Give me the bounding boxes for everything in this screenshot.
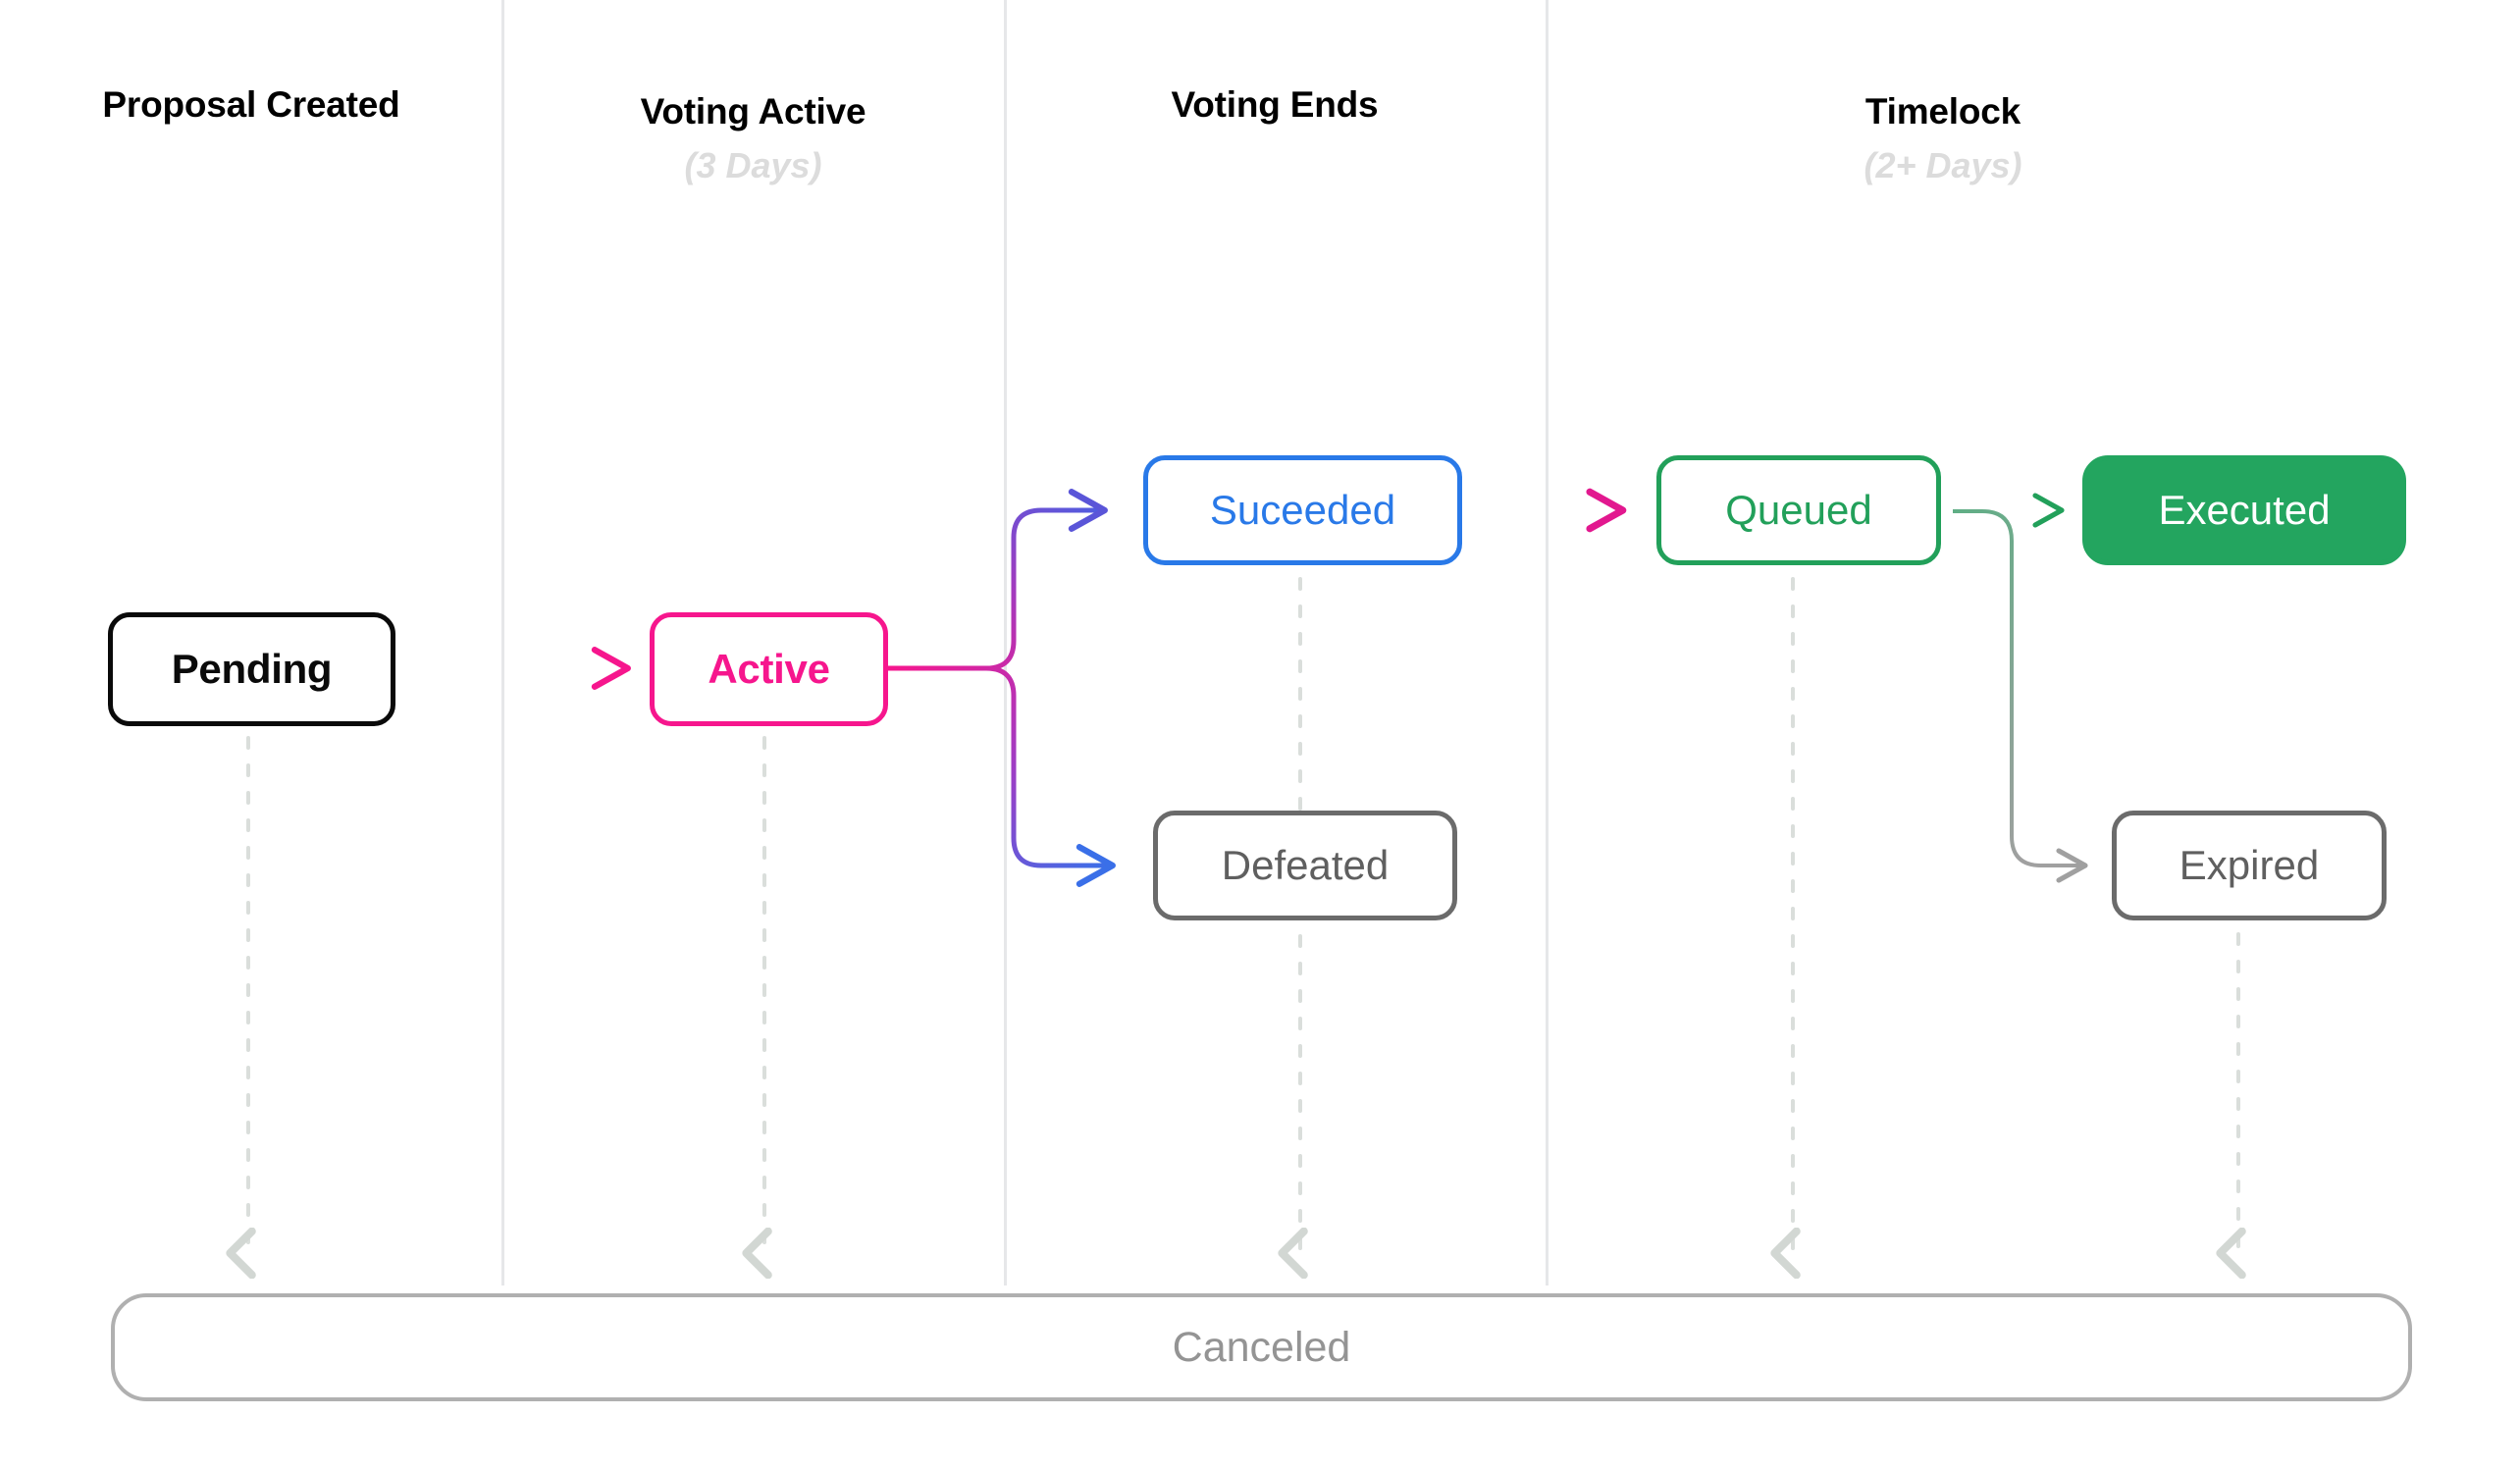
node-label: Pending xyxy=(171,646,333,692)
node-label: Defeated xyxy=(1221,842,1390,888)
column-divider-2 xyxy=(1004,0,1007,1285)
column-divider-1 xyxy=(501,0,504,1285)
node-label: Expired xyxy=(2179,842,2320,888)
phase-header-proposal-created: Proposal Created xyxy=(0,84,502,125)
phase-title: Proposal Created xyxy=(102,84,400,125)
phase-header-voting-active: Voting Active (3 Days) xyxy=(502,91,1004,185)
edge-queued-to-expired xyxy=(1953,509,2088,883)
node-defeated[interactable]: Defeated xyxy=(1153,811,1457,920)
edge-active-to-succeeded xyxy=(888,489,1108,671)
node-label: Canceled xyxy=(1172,1323,1351,1371)
phase-title: Voting Ends xyxy=(1171,84,1379,125)
node-canceled[interactable]: Canceled xyxy=(111,1293,2412,1401)
phase-header-timelock: Timelock (2+ Days) xyxy=(1546,91,2340,185)
node-succeeded[interactable]: Suceeded xyxy=(1143,455,1462,565)
phase-subtitle: (3 Days) xyxy=(684,144,822,185)
edge-active-to-defeated xyxy=(888,665,1116,887)
phase-title: Timelock xyxy=(1864,91,2021,131)
node-label: Executed xyxy=(2158,487,2331,533)
column-divider-3 xyxy=(1546,0,1549,1285)
node-label: Suceeded xyxy=(1209,487,1396,533)
phase-header-voting-ends: Voting Ends xyxy=(1004,84,1546,125)
phase-subtitle: (2+ Days) xyxy=(1864,144,2022,185)
node-pending[interactable]: Pending xyxy=(108,612,395,726)
node-executed[interactable]: Executed xyxy=(2082,455,2406,565)
node-expired[interactable]: Expired xyxy=(2112,811,2387,920)
phase-title: Voting Active xyxy=(640,91,866,131)
node-active[interactable]: Active xyxy=(650,612,888,726)
node-label: Active xyxy=(708,646,830,692)
node-label: Queued xyxy=(1725,487,1872,533)
node-queued[interactable]: Queued xyxy=(1656,455,1941,565)
